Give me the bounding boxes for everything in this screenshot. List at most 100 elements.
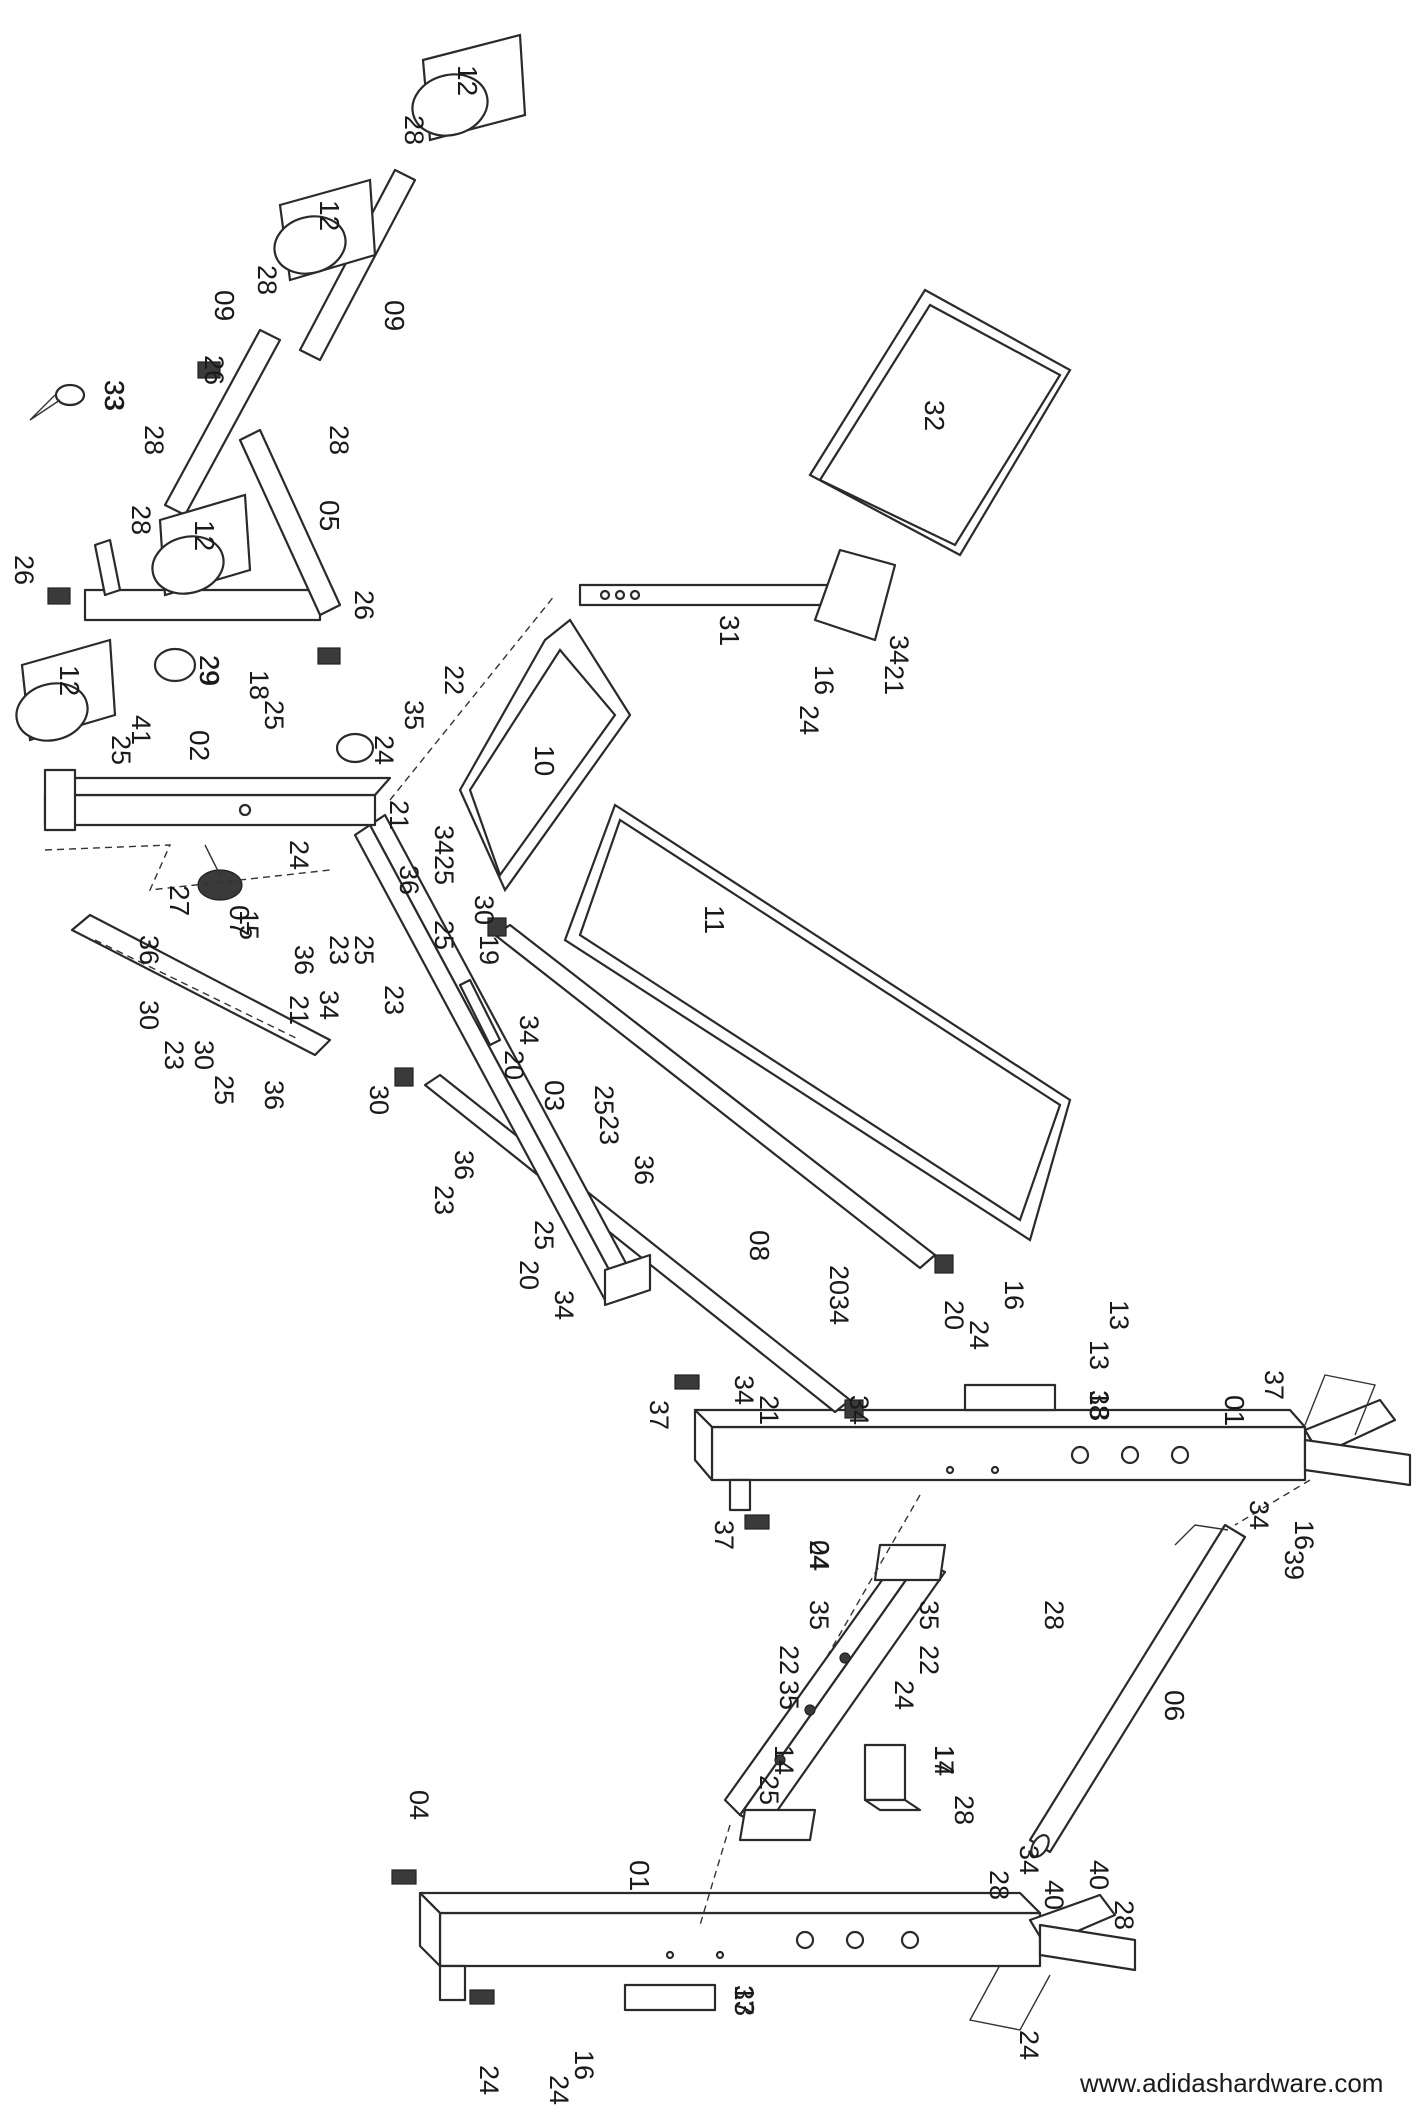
callout-15: 15 [234,910,264,940]
label-seat-10: 10 [529,745,560,776]
callout-34: 34 [1244,1500,1274,1530]
callout-36: 36 [134,935,164,965]
label-foot-pad-32: 32 [919,400,950,431]
callout-34: 34 [1014,1845,1044,1875]
callout-25: 25 [529,1220,559,1250]
callout-23: 23 [159,1040,189,1070]
bracket-14 [863,1743,922,1812]
callout-39: 39 [1279,1550,1309,1580]
callout-04: 04 [404,1790,434,1820]
callout-22: 22 [774,1645,804,1675]
label-roller-12-a: 12 [452,65,483,96]
callout-36: 36 [259,1080,289,1110]
callout-36: 36 [449,1150,479,1180]
foot-back-31 [578,548,897,642]
callout-37: 37 [644,1400,674,1430]
label-bushing-29: 29 [194,655,225,686]
callout-21: 21 [879,665,909,695]
callout-40: 40 [1084,1860,1114,1890]
backrest-pad-11 [563,803,1072,1242]
callout-28: 28 [324,425,354,455]
roller-12-lower-mid [151,493,252,597]
label-axle-09-top: 09 [379,300,410,331]
callout-24: 24 [794,705,824,735]
label-leg-arm-05: 05 [314,500,345,531]
callout-25: 25 [259,700,289,730]
callout-24: 24 [284,840,314,870]
callout-24: 24 [889,1680,919,1710]
callout-24: 24 [544,2075,574,2105]
callout-14: 14 [769,1745,799,1775]
label-frame-01-lower: 01 [624,1860,655,1891]
post-02 [43,732,392,832]
callout-34: 34 [729,1375,759,1405]
end-caps-30 [394,917,954,1419]
callout-24: 24 [804,1540,834,1570]
knob-27 [197,844,243,901]
callout-34: 34 [429,825,459,855]
roller-12-bottom [15,638,117,742]
callout-16: 16 [1289,1520,1319,1550]
label-clip-33: 33 [99,380,130,411]
callout-21: 21 [284,995,314,1025]
callout-25: 25 [589,1085,619,1115]
plate-13-upper [963,1383,1057,1412]
callout-24: 24 [369,735,399,765]
callout-25: 25 [209,1075,239,1105]
callout-34: 34 [514,1015,544,1045]
callout-16: 16 [809,665,839,695]
callout-25: 25 [349,935,379,965]
roller-12-upper-mid [273,178,377,282]
label-roller-12-c: 12 [189,520,220,551]
callout-23: 23 [324,935,354,965]
callout-30: 30 [189,1040,219,1070]
support-03 [353,813,652,1307]
callout-30: 30 [364,1085,394,1115]
label-axle-09-mid: 09 [209,290,240,321]
callout-24: 24 [964,1320,994,1350]
label-post-02: 02 [184,730,215,761]
callout-36: 36 [394,865,424,895]
callout-37: 37 [729,1985,759,2015]
callout-25: 25 [754,1775,784,1805]
callout-13: 13 [1084,1340,1114,1370]
clip-33 [29,383,86,421]
callout-28: 28 [252,265,282,295]
website-footer: www.adidashardware.com [1080,2068,1384,2098]
leg-arm-05 [83,428,342,622]
callout-34: 34 [844,1395,874,1425]
callout-19: 19 [474,935,504,965]
plate-13-lower [623,1983,717,2012]
callout-21: 21 [384,800,414,830]
callout-34: 34 [824,1295,854,1325]
callout-34: 34 [549,1290,579,1320]
end-caps-37 [391,1374,770,2005]
label-plate-13-lower: 13 [729,1985,760,2016]
callout-28: 28 [1109,1900,1139,1930]
callout-28: 28 [399,115,429,145]
label-plate-13-upper: 13 [1084,1390,1115,1421]
label-roller-12-b: 12 [314,200,345,231]
label-bracket-14: 14 [929,1745,960,1776]
seat-pad-10 [458,618,632,893]
callout-13: 13 [1104,1300,1134,1330]
callout-24: 24 [1014,2030,1044,2060]
label-rails-08: 08 [744,1230,775,1261]
roller-12-top [411,33,527,142]
callout-22: 22 [439,665,469,695]
callout-33: 33 [99,380,129,410]
callout-30: 30 [134,1000,164,1030]
callout-41: 41 [126,715,156,745]
callout-28: 28 [1039,1600,1069,1630]
callout-20: 20 [514,1260,544,1290]
crossbar-04 [723,1543,947,1842]
callout-25: 25 [106,735,136,765]
label-crossbar-04: 04 [804,1540,835,1571]
callout-20: 20 [824,1265,854,1295]
label-frame-01-upper: 01 [1219,1395,1250,1426]
callout-25: 25 [429,920,459,950]
foot-pad-32 [808,288,1072,557]
callout-28: 28 [984,1870,1014,1900]
callout-25: 25 [429,855,459,885]
